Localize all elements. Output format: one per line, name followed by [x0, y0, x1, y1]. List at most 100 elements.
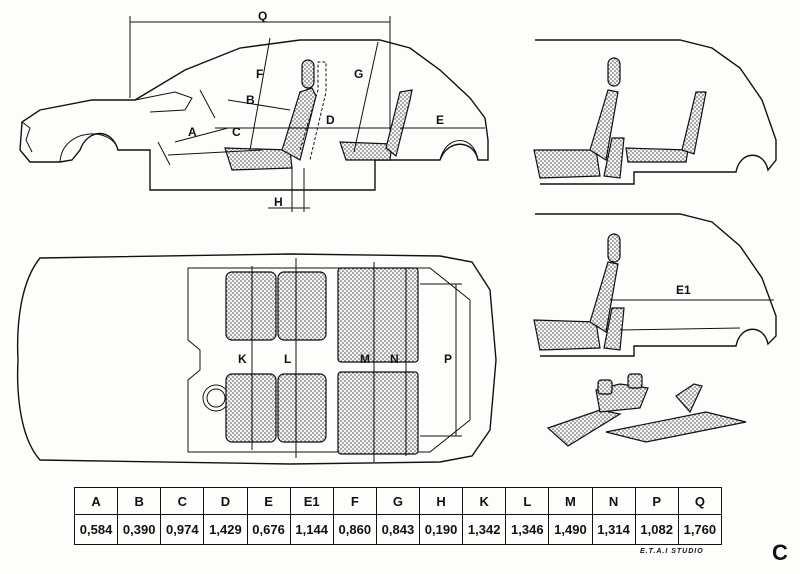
value-cell: 1,144	[289, 514, 334, 545]
side-view-seats-folded	[533, 39, 777, 185]
value-cell: 1,342	[462, 514, 507, 545]
dimension-table-value-row: 0,584 0,390 0,974 1,429 0,676 1,144 0,86…	[73, 514, 723, 545]
value-cell: 1,082	[634, 514, 679, 545]
header-cell: F	[332, 486, 377, 516]
dimension-table: A B C D E E1 F G H K L M N P Q 0,584 0,3…	[73, 486, 723, 545]
cargo-view-outline	[535, 213, 777, 357]
value-cell: 0,584	[73, 514, 119, 545]
header-cell: M	[548, 486, 593, 516]
header-cell: A	[73, 486, 119, 516]
isometric-seat-view	[546, 373, 747, 447]
value-cell: 0,190	[418, 514, 464, 545]
header-cell: Q	[677, 486, 723, 516]
front-left-seat	[225, 271, 277, 341]
side-view-grille	[21, 121, 33, 153]
side-view-cargo: E1	[533, 213, 777, 357]
iso-headrest-1	[597, 379, 613, 395]
corner-letter: C	[772, 540, 788, 565]
front-right-seat	[277, 271, 327, 341]
cargo-front-headrest	[607, 233, 621, 263]
rear-bench-upper	[337, 267, 419, 363]
top-view: K L M N P	[16, 253, 497, 465]
side-view-wheel-arch-rear	[439, 140, 479, 161]
label-d: D	[326, 113, 335, 127]
studio-credit: E.T.A.I STUDIO	[640, 548, 704, 555]
folded-front-headrest	[607, 57, 621, 87]
front-right-seat-lower	[277, 373, 327, 443]
label-p: P	[444, 352, 452, 366]
value-cell: 0,860	[332, 514, 377, 545]
cargo-folded-bench	[603, 307, 625, 351]
header-cell: L	[505, 486, 550, 516]
value-cell: 1,429	[203, 514, 248, 545]
side-view: Q F G B A C D E H	[19, 9, 489, 212]
front-seat-headrest	[301, 59, 315, 89]
header-cell: C	[160, 486, 205, 516]
header-cell: H	[418, 486, 464, 516]
front-seat-backrest	[281, 87, 317, 161]
folded-rear-backrest	[681, 91, 707, 155]
value-cell: 0,676	[246, 514, 291, 545]
top-view-cabin-outline	[187, 267, 471, 453]
header-cell: E1	[289, 486, 334, 516]
top-view-body-outline	[16, 253, 497, 465]
steering-column	[199, 89, 216, 119]
value-cell: 1,314	[591, 514, 636, 545]
folded-front-backrest	[589, 89, 619, 161]
header-cell: E	[246, 486, 291, 516]
cargo-front-backrest	[589, 261, 619, 333]
label-h: H	[274, 195, 283, 209]
dimension-table-header-row: A B C D E E1 F G H K L M N P Q	[73, 486, 723, 516]
header-cell: G	[375, 486, 421, 516]
value-cell: 1,490	[548, 514, 593, 545]
label-e1: E1	[676, 283, 691, 297]
dim-line-c	[167, 149, 263, 156]
side-view-wheel-arch-front	[59, 133, 119, 163]
iso-headrest-2	[627, 373, 643, 389]
value-cell: 0,390	[117, 514, 162, 545]
label-b: B	[246, 93, 255, 107]
front-left-seat-lower	[225, 373, 277, 443]
dim-line-g	[353, 41, 379, 153]
dim-line-a	[174, 127, 229, 143]
label-g: G	[354, 67, 363, 81]
header-cell: K	[462, 486, 507, 516]
pedal	[157, 141, 171, 166]
folded-divider	[603, 137, 625, 179]
header-cell: P	[634, 486, 679, 516]
label-q: Q	[258, 9, 267, 23]
front-seat-ghost	[299, 61, 327, 161]
folded-view-outline	[535, 39, 777, 185]
value-cell: 1,760	[677, 514, 723, 545]
rear-seat-cushion	[339, 141, 393, 161]
value-cell: 0,974	[160, 514, 205, 545]
label-f: F	[256, 67, 263, 81]
rear-bench-lower	[337, 371, 419, 455]
label-n: N	[390, 352, 399, 366]
iso-rear-backrest	[675, 383, 703, 414]
cargo-front-seat	[533, 319, 601, 351]
cargo-floor	[619, 327, 741, 331]
iso-cargo-floor	[605, 411, 747, 443]
iso-front-seats	[546, 409, 622, 447]
value-cell: 0,843	[375, 514, 421, 545]
dim-line-f	[249, 37, 271, 151]
label-e: E	[436, 113, 444, 127]
label-m: M	[360, 352, 370, 366]
header-cell: D	[203, 486, 248, 516]
side-view-dashboard	[134, 91, 193, 113]
side-view-body-outline	[19, 39, 489, 191]
steering-wheel-inner	[206, 388, 226, 408]
dim-line-b	[227, 99, 291, 111]
header-cell: B	[117, 486, 162, 516]
label-a: A	[188, 125, 197, 139]
header-cell: N	[591, 486, 636, 516]
folded-front-seat	[533, 149, 601, 179]
value-cell: 1,346	[505, 514, 550, 545]
label-k: K	[238, 352, 247, 366]
label-c: C	[232, 125, 241, 139]
label-l: L	[284, 352, 291, 366]
rear-seat-backrest	[385, 89, 413, 158]
folded-rear-seat	[625, 147, 689, 163]
